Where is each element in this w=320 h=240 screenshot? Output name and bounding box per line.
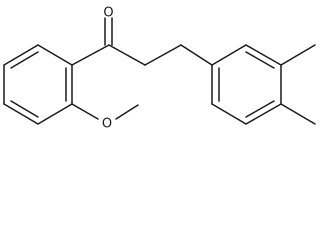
double-bond-inner <box>10 100 39 118</box>
double-bond-inner <box>10 51 39 69</box>
bond <box>37 44 73 66</box>
bond <box>108 44 146 66</box>
bond <box>71 44 110 66</box>
double-bond-inner <box>245 100 275 118</box>
bond <box>245 44 282 66</box>
carbonyl-oxygen-label: O <box>103 6 113 21</box>
double-bond-inner <box>245 51 275 69</box>
bond <box>37 103 73 125</box>
bond <box>115 104 139 120</box>
atom-labels: O O <box>102 6 114 132</box>
molecule-structure: O O <box>3 6 316 132</box>
bond <box>3 103 39 125</box>
bond <box>71 103 99 120</box>
bond <box>144 44 182 66</box>
methyl-bond <box>280 44 316 66</box>
methyl-groups <box>280 44 316 125</box>
bond <box>245 103 282 125</box>
methoxy-group <box>71 103 139 120</box>
right-benzene-ring <box>211 44 282 125</box>
bond <box>211 103 247 125</box>
bond <box>211 44 247 66</box>
propanone-chain <box>71 17 213 66</box>
ether-oxygen-label: O <box>102 117 112 132</box>
bond <box>180 44 213 66</box>
left-benzene-ring <box>3 44 73 125</box>
bond <box>3 44 39 66</box>
methyl-bond <box>280 103 316 125</box>
